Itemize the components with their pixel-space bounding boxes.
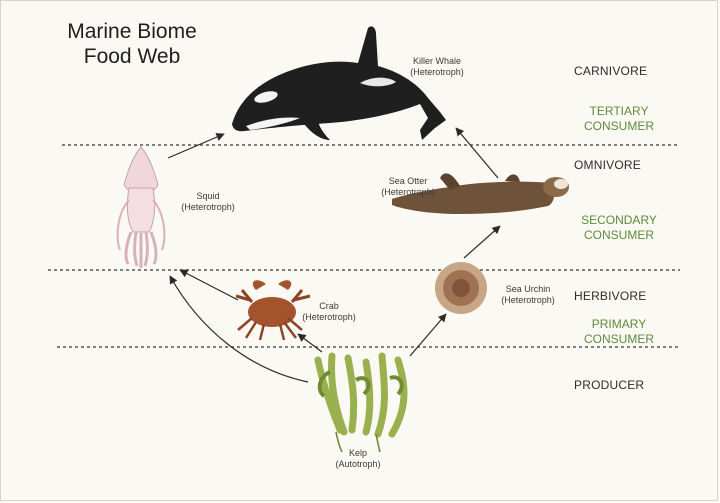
crab-illustration xyxy=(235,280,311,341)
diagram-title: Marine Biome Food Web xyxy=(62,19,202,69)
title-line-1: Marine Biome xyxy=(67,20,197,43)
consumer-secondary: SECONDARY CONSUMER xyxy=(580,213,658,243)
sea-urchin-type: (Heterotroph) xyxy=(501,295,555,305)
consumer-primary: PRIMARY CONSUMER xyxy=(580,317,658,347)
arrow-kelp-to-crab xyxy=(297,333,323,353)
crab-label: Crab (Heterotroph) xyxy=(288,301,370,323)
sea-otter-label: Sea Otter (Heterotroph) xyxy=(368,176,448,198)
sea-otter-name: Sea Otter xyxy=(388,176,428,186)
squid-type: (Heterotroph) xyxy=(181,202,235,212)
consumer-tertiary-line1: TERTIARY xyxy=(589,104,649,118)
level-omnivore: OMNIVORE xyxy=(574,158,641,172)
crab-type: (Heterotroph) xyxy=(302,312,356,322)
title-line-2: Food Web xyxy=(83,45,181,68)
arrow-squid-to-whale xyxy=(167,133,225,159)
squid-name: Squid xyxy=(196,191,220,201)
arrow-otter-to-whale xyxy=(455,127,499,179)
level-carnivore: CARNIVORE xyxy=(574,64,648,78)
consumer-tertiary: TERTIARY CONSUMER xyxy=(580,104,658,134)
consumer-secondary-line2: CONSUMER xyxy=(583,228,654,242)
consumer-primary-line2: CONSUMER xyxy=(583,332,654,346)
level-herbivore: HERBIVORE xyxy=(574,289,647,303)
killer-whale-type: (Heterotroph) xyxy=(410,67,464,77)
squid-illustration xyxy=(116,146,166,268)
consumer-tertiary-line2: CONSUMER xyxy=(583,119,654,133)
killer-whale-label: Killer Whale (Heterotroph) xyxy=(392,56,482,78)
kelp-type: (Autotroph) xyxy=(335,459,381,469)
sea-urchin-illustration xyxy=(435,262,487,314)
kelp-illustration xyxy=(314,352,408,453)
arrow-urchin-to-otter xyxy=(463,225,501,259)
sea-otter-illustration xyxy=(392,173,569,214)
arrow-crab-to-squid xyxy=(179,269,239,301)
arrow-kelp-to-urchin xyxy=(409,313,447,357)
kelp-label: Kelp (Autotroph) xyxy=(320,448,396,470)
sea-urchin-name: Sea Urchin xyxy=(505,284,551,294)
kelp-name: Kelp xyxy=(348,448,367,458)
arrow-kelp-to-squid xyxy=(169,275,309,383)
crab-name: Crab xyxy=(319,301,339,311)
squid-label: Squid (Heterotroph) xyxy=(168,191,248,213)
sea-urchin-label: Sea Urchin (Heterotroph) xyxy=(488,284,568,306)
killer-whale-name: Killer Whale xyxy=(412,56,461,66)
consumer-primary-line1: PRIMARY xyxy=(591,317,647,331)
killer-whale-illustration xyxy=(232,26,446,140)
sea-otter-type: (Heterotroph) xyxy=(381,187,435,197)
level-producer: PRODUCER xyxy=(574,378,645,392)
consumer-secondary-line1: SECONDARY xyxy=(581,213,657,227)
